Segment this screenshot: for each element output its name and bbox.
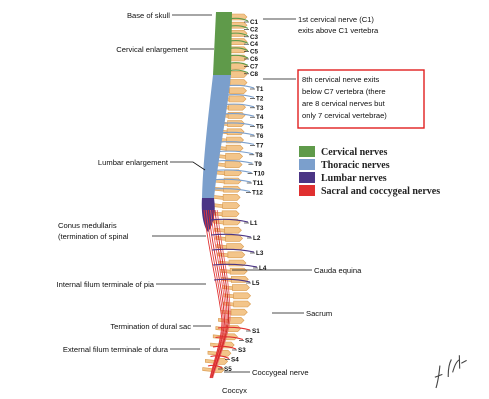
segment-label-t12: T12 [252,189,263,196]
legend-label-sacral: Sacral and coccygeal nerves [321,186,440,197]
segment-label-s1: S1 [252,328,260,335]
vertebra [223,194,240,200]
segment-label-c8: C8 [250,71,259,78]
vertebra [226,145,243,151]
callout-line2: below C7 vertebra (there [302,87,386,96]
legend-swatch-lumbar [299,172,315,183]
pointer-lumbar-enlargement [170,162,205,170]
segment-label-l1: L1 [250,220,258,227]
segment-label-s2: S2 [245,338,253,345]
label-base-of-skull: Base of skull [127,11,170,20]
vertebra [222,211,239,217]
vertebra [234,301,251,307]
label-termination-dural: Termination of dural sac [110,322,191,331]
label-sacrum: Sacrum [306,309,332,318]
vertebra [223,203,240,209]
vertebra [228,317,244,323]
label-first-nerve-line1: 1st cervical nerve (C1) [298,15,374,24]
legend: Cervical nerves Thoracic nerves Lumbar n… [299,146,440,197]
vertebra [230,88,247,94]
vertebra [229,96,246,102]
spinous-process [213,195,223,199]
label-first-nerve-line2: exits above C1 vertebra [298,26,379,35]
vertebra [230,268,247,274]
legend-label-lumbar: Lumbar nerves [321,173,387,184]
callout-line1: 8th cervical nerve exits [302,75,379,84]
segment-label-t9: T9 [254,161,262,168]
segment-label-l5: L5 [252,280,260,287]
label-lumbar-enlargement: Lumbar enlargement [98,158,169,167]
callout-line3: are 8 cervical nerves but [302,99,386,108]
label-coccygeal-nerve: Coccygeal nerve [252,368,309,377]
artist-signature [428,353,472,388]
spinal-cord-cervical [213,12,232,75]
vertebra [226,153,243,159]
segment-label-t3: T3 [256,105,264,112]
label-external-filum: External filum terminale of dura [63,345,169,354]
label-cauda-equina: Cauda equina [314,266,362,275]
segment-label-t6: T6 [256,133,264,140]
segment-label-t10: T10 [254,171,265,178]
segment-label-t1: T1 [256,86,264,93]
vertebra [234,293,251,299]
vertebra [226,235,243,241]
legend-label-thoracic: Thoracic nerves [321,160,390,171]
segment-label-t8: T8 [255,152,263,159]
vertebra [230,80,247,86]
callout-line4: only 7 cervical vertebrae) [302,111,387,120]
label-conus-line1: Conus medullaris [58,221,117,230]
segment-label-t11: T11 [253,180,264,187]
segment-label-t5: T5 [256,124,264,131]
vertebra [230,71,247,77]
label-internal-filum: Internal filum terminale of pia [57,280,155,289]
legend-swatch-thoracic [299,159,315,170]
segment-label-c7: C7 [250,63,259,70]
segment-label-c3: C3 [250,34,259,41]
vertebra [232,285,249,291]
label-cervical-enlargement: Cervical enlargement [116,45,189,54]
legend-label-cervical: Cervical nerves [321,147,387,158]
segment-label-c6: C6 [250,56,259,63]
vertebra [225,162,242,168]
vertebra [228,252,245,258]
segment-label-l2: L2 [253,235,261,242]
segment-label-s3: S3 [238,347,246,354]
label-conus-line2: (termination of spinal [58,232,129,241]
segment-label-t4: T4 [256,114,264,121]
segment-label-l4: L4 [259,265,267,272]
segment-label-l3: L3 [256,250,264,257]
segment-label-c4: C4 [250,41,259,48]
spinous-process [203,368,213,372]
legend-swatch-cervical [299,146,315,157]
segment-label-c5: C5 [250,49,259,56]
legend-swatch-sacral [299,185,315,196]
segment-label-s4: S4 [231,357,239,364]
segment-label-c2: C2 [250,26,259,33]
vertebra [224,227,241,233]
segment-label-c1: C1 [250,19,259,26]
segment-label-t7: T7 [256,142,264,149]
vertebra [227,244,244,250]
vertebra [231,309,247,315]
segment-label-t2: T2 [256,95,264,102]
label-coccyx: Coccyx [222,386,247,394]
